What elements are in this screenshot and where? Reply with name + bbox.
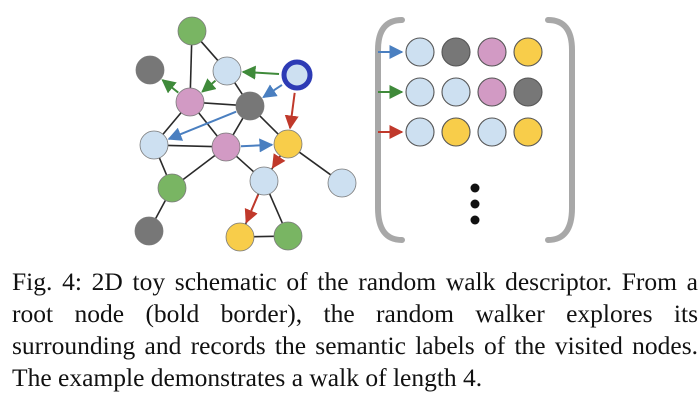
label-matrix (375, 17, 575, 243)
graph-node-pink (211, 132, 241, 162)
matrix-cell-pink (477, 77, 507, 107)
graph-edge (167, 144, 213, 148)
graph-edge (200, 41, 219, 61)
graph-node-green (157, 173, 187, 203)
graph-node-pink (175, 87, 205, 117)
walk-arrow-blue (167, 110, 237, 141)
figure-caption: Fig. 4: 2D toy schematic of the random w… (12, 266, 698, 394)
graph-node-lightblue (249, 166, 279, 196)
graph-edge (162, 112, 182, 135)
matrix-left-bracket (375, 17, 405, 243)
matrix-cell-lightblue (441, 77, 471, 107)
matrix-cell-yellow (441, 117, 471, 147)
random-walk-diagram (134, 16, 575, 252)
continuation-dots (470, 183, 480, 225)
graph-edge (182, 154, 216, 181)
graph-node-green (273, 221, 303, 251)
walk-arrow-green (201, 78, 217, 93)
walk-arrows (161, 65, 299, 224)
graph-edge (259, 115, 279, 135)
continuation-dot (470, 215, 480, 225)
graph-node-gray (134, 216, 164, 246)
graph-node-yellow (273, 129, 303, 159)
walk-arrow-green (161, 79, 179, 94)
graph-node-lightblue (212, 56, 242, 86)
caption-label: Fig. 4: (12, 267, 82, 296)
graph-edge (189, 44, 193, 89)
graph-node-yellow (225, 222, 255, 252)
matrix-row-arrows (378, 45, 404, 139)
graph-node-lightblue (327, 168, 357, 198)
graph-edge (154, 199, 167, 220)
graph-edge (203, 102, 237, 106)
walk-arrow-red (284, 92, 299, 130)
matrix-right-bracket (545, 17, 575, 243)
caption-text: 2D toy schematic of the random walk desc… (12, 267, 698, 392)
walk-arrow-red (271, 153, 286, 169)
graph-edge (268, 193, 284, 224)
graph-node-lightblue (139, 130, 169, 160)
root-node (281, 59, 313, 91)
walk-arrow-blue (240, 138, 274, 153)
graph-edge (158, 157, 168, 176)
matrix-cell-lightblue (477, 117, 507, 147)
continuation-dot (470, 183, 480, 193)
graph-edge (232, 117, 244, 136)
matrix-cells (405, 37, 543, 147)
matrix-cell-gray (513, 77, 543, 107)
graph-node-gray (135, 55, 165, 85)
matrix-cell-yellow (513, 117, 543, 147)
graph-edge (235, 155, 255, 173)
matrix-cell-gray (441, 37, 471, 67)
walk-arrow-green (241, 65, 280, 80)
continuation-dot (470, 199, 480, 209)
graph-edge (298, 151, 332, 176)
graph-node-green (177, 16, 207, 46)
walk-arrow-red (244, 194, 260, 224)
walk-arrow-blue (262, 84, 283, 99)
matrix-cell-lightblue (405, 117, 435, 147)
graph-nodes (134, 16, 357, 252)
graph-edge (198, 112, 218, 137)
matrix-cell-lightblue (405, 37, 435, 67)
matrix-cell-pink (477, 37, 507, 67)
matrix-cell-yellow (513, 37, 543, 67)
graph-node-gray (235, 91, 265, 121)
matrix-cell-lightblue (405, 77, 435, 107)
graph-edge (234, 82, 243, 95)
